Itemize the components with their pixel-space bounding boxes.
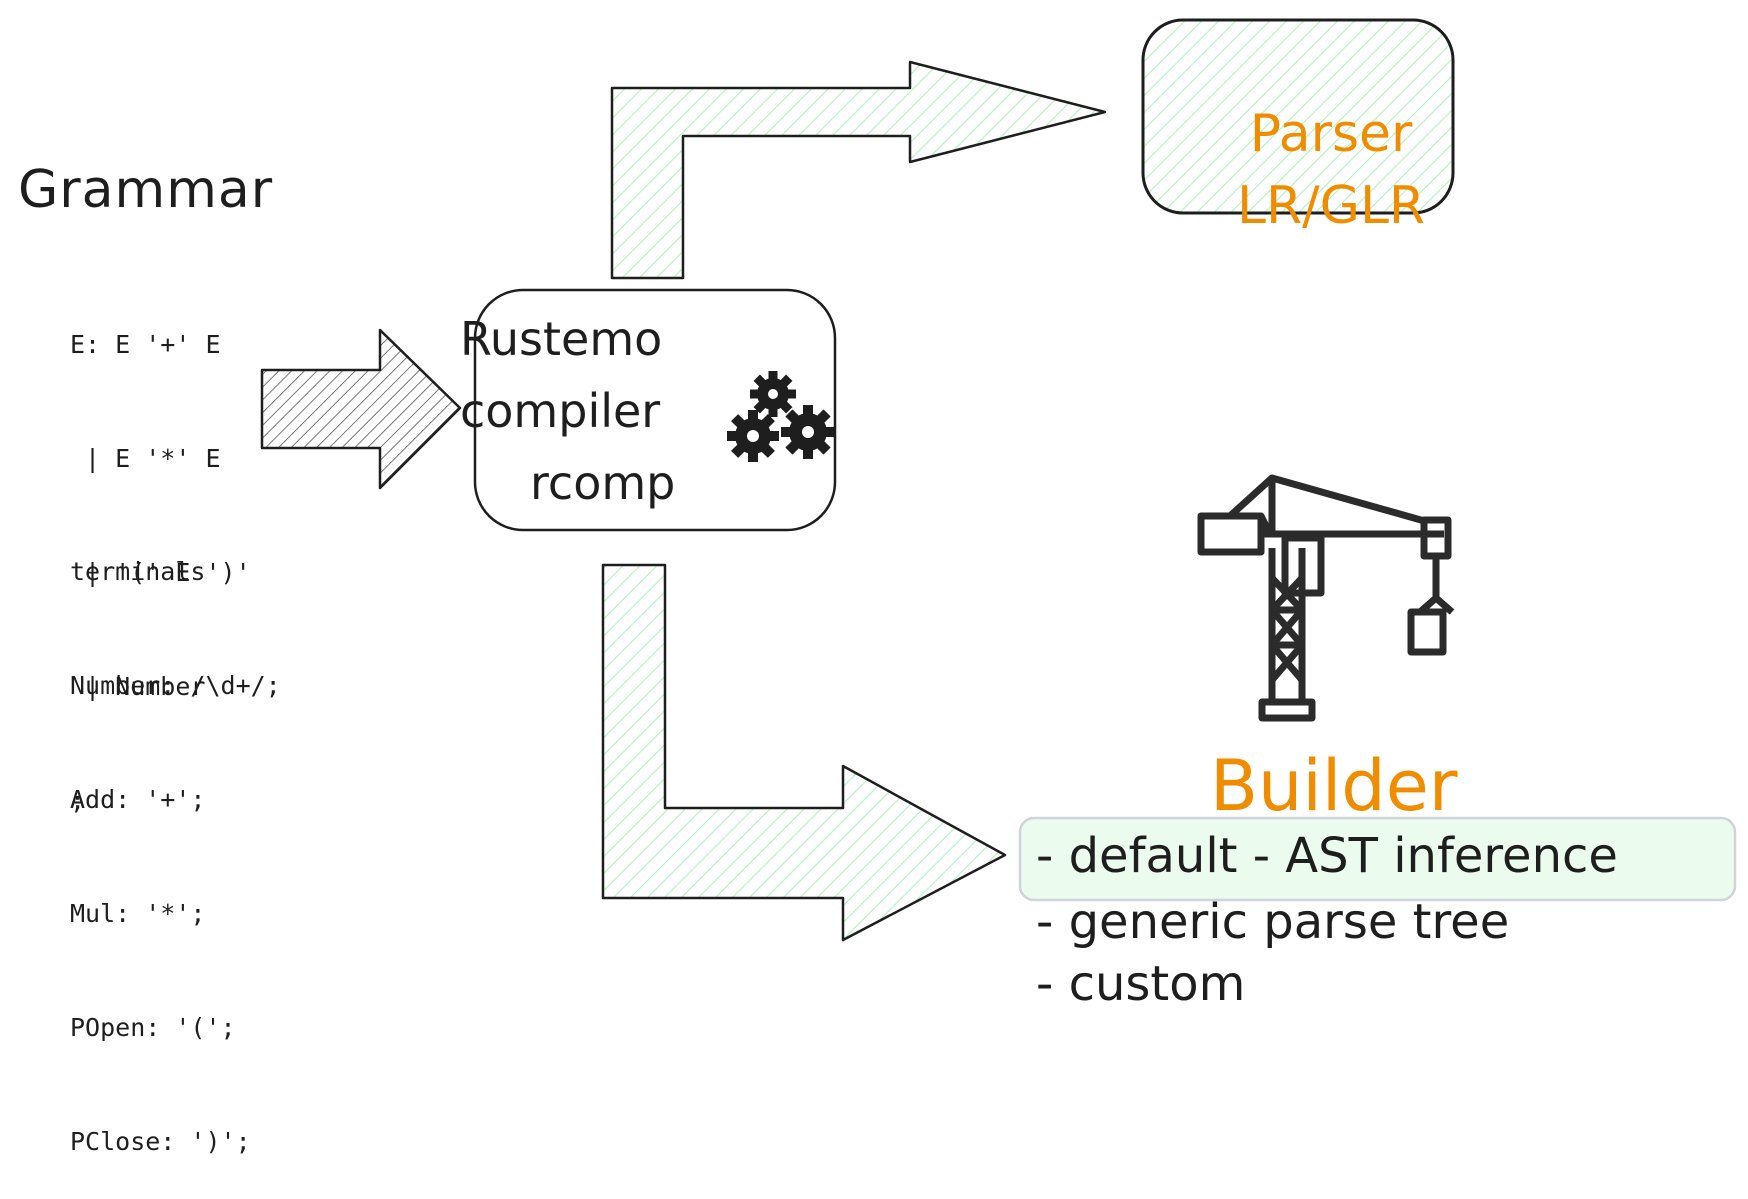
- compiler-name: Rustemo: [460, 312, 663, 366]
- grammar-terminals: terminals Number: /\d+/; Add: '+'; Mul: …: [70, 477, 281, 1199]
- compiler-command: rcomp: [530, 456, 676, 510]
- compiler-subtitle: compiler: [460, 384, 661, 438]
- grammar-title: Grammar: [18, 160, 274, 220]
- grammar-rule-line: E: E '+' E: [70, 330, 221, 359]
- grammar-rule-line: ;: [70, 786, 86, 815]
- grammar-rule-line: | '(' E ')': [70, 558, 251, 587]
- default-option-highlight: [1018, 816, 1737, 902]
- grammar-rule-line: | E '*' E: [70, 444, 221, 473]
- crane-icon: [1197, 474, 1455, 722]
- terminal-line: POpen: '(';: [70, 1013, 236, 1042]
- input-arrow: [260, 328, 462, 490]
- grammar-rules: E: E '+' E | E '*' E | '(' E ')' | Numbe…: [70, 250, 251, 858]
- terminal-line: PClose: ')';: [70, 1127, 251, 1156]
- terminal-line: Number: /\d+/;: [70, 671, 281, 700]
- builder-arrow: [601, 563, 1007, 942]
- terminal-line: Add: '+';: [70, 785, 206, 814]
- terminal-line: Mul: '*';: [70, 899, 206, 928]
- builder-option-generic: - generic parse tree: [1036, 894, 1510, 950]
- terminals-heading: terminals: [70, 557, 206, 586]
- diagram-canvas: [260, 18, 1737, 942]
- gears-icon: [727, 371, 835, 462]
- grammar-rule-line: | Number: [70, 672, 206, 701]
- parser-box: [1141, 18, 1455, 215]
- builder-option-custom: - custom: [1036, 956, 1246, 1012]
- builder-option-default: - default - AST inference: [1036, 828, 1618, 884]
- compiler-box: [473, 288, 837, 532]
- builder-title: Builder: [1210, 745, 1458, 827]
- parser-arrow: [610, 60, 1107, 280]
